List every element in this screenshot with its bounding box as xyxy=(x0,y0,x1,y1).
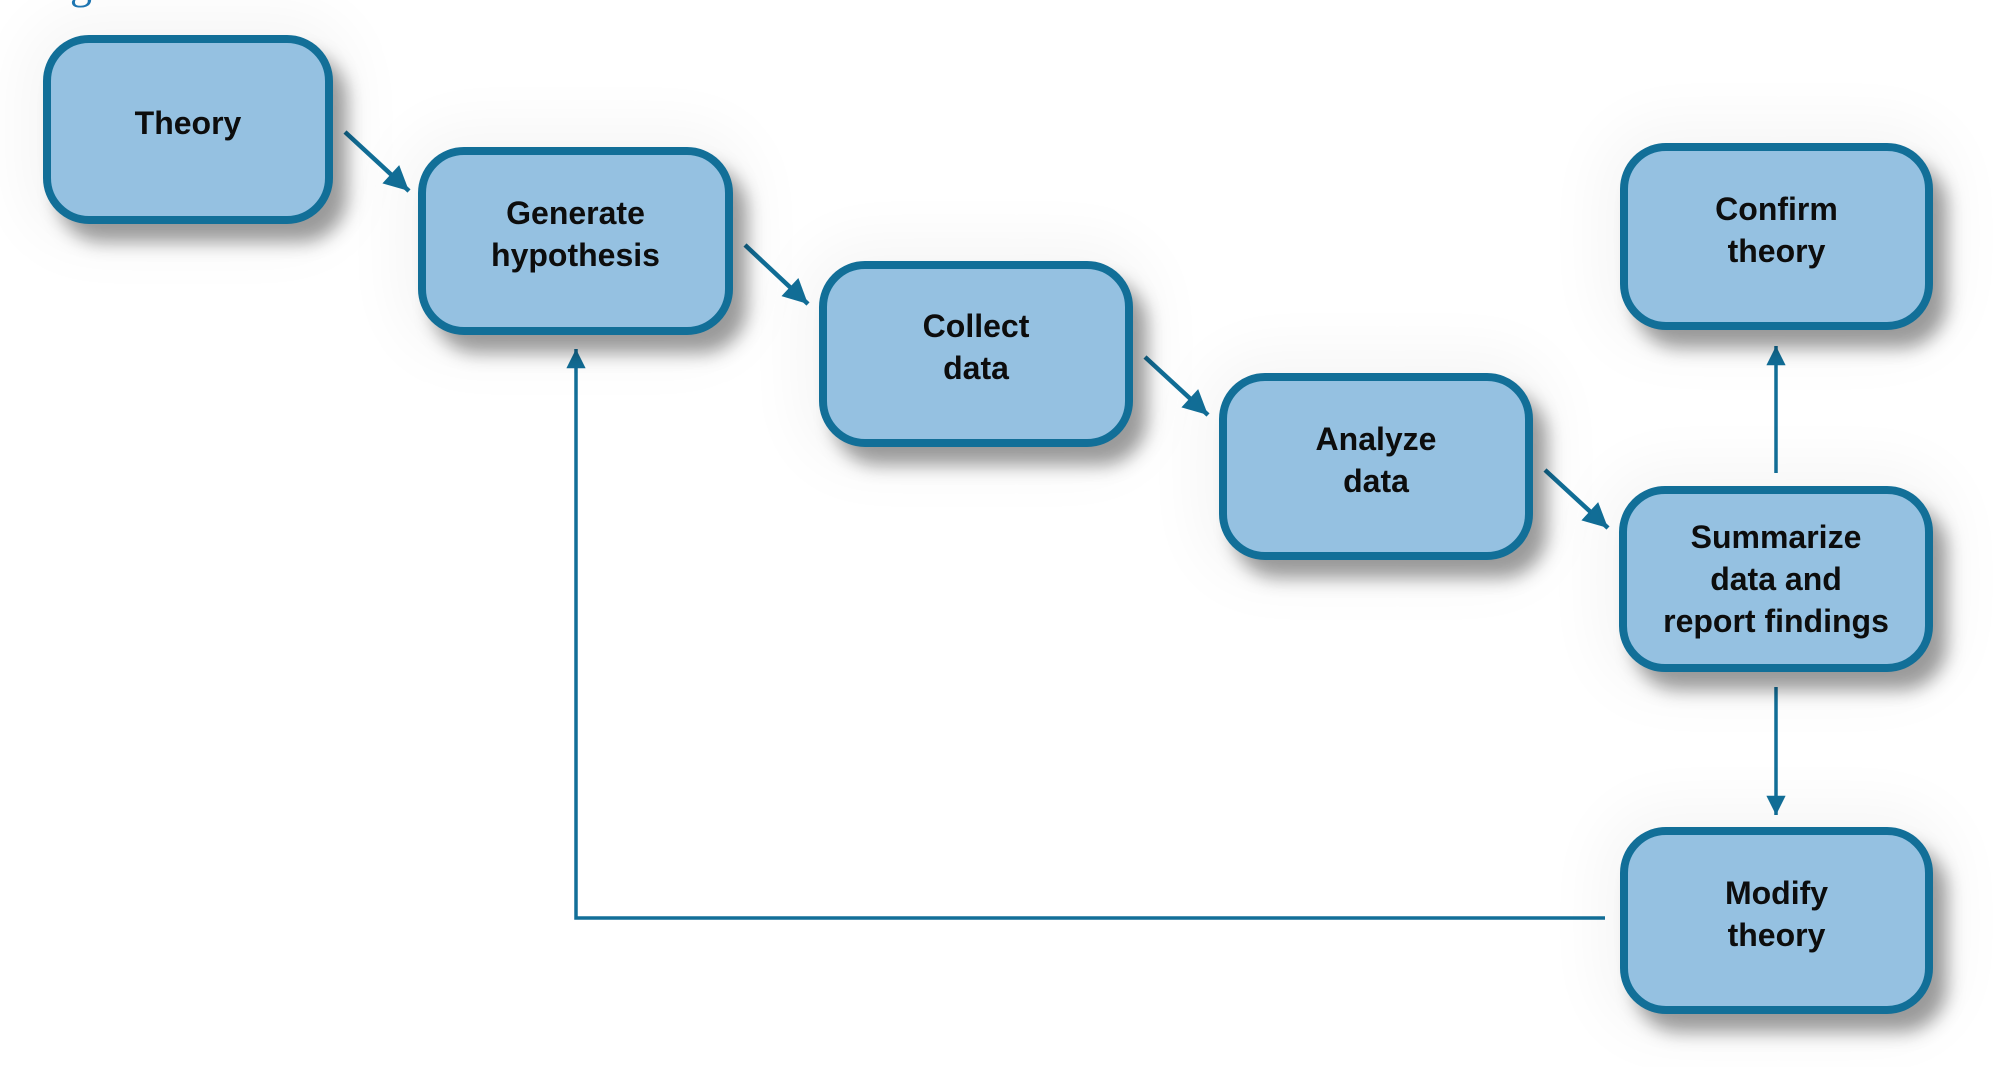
node-label: Confirm theory xyxy=(1715,190,1838,269)
node-label: Theory xyxy=(134,104,242,141)
node-theory: Theory xyxy=(43,35,333,224)
arrow-modify-to-hypothesis xyxy=(566,349,1605,920)
node-label: Generate hypothesis xyxy=(491,195,660,273)
arrow-hypothesis-to-collect xyxy=(743,243,810,306)
node-label: Analyze data xyxy=(1315,420,1437,499)
node-label: Summarize data and report findings xyxy=(1663,519,1889,639)
arrow-analyze-to-summarize xyxy=(1543,468,1610,530)
node-collect-data: Collect data xyxy=(819,261,1133,447)
arrow-collect-to-analyze xyxy=(1143,355,1210,417)
node-generate-hypothesis: Generate hypothesis xyxy=(418,147,733,335)
arrow-theory-to-hypothesis xyxy=(343,130,411,193)
figure-title-fragment: g xyxy=(70,0,92,6)
node-confirm-theory: Confirm theory xyxy=(1620,143,1933,330)
node-label: Collect data xyxy=(922,308,1030,386)
node-summarize-findings: Summarize data and report findings xyxy=(1619,486,1933,672)
node-label: Modify theory xyxy=(1724,874,1829,953)
node-modify-theory: Modify theory xyxy=(1620,827,1933,1014)
node-analyze-data: Analyze data xyxy=(1219,373,1533,560)
